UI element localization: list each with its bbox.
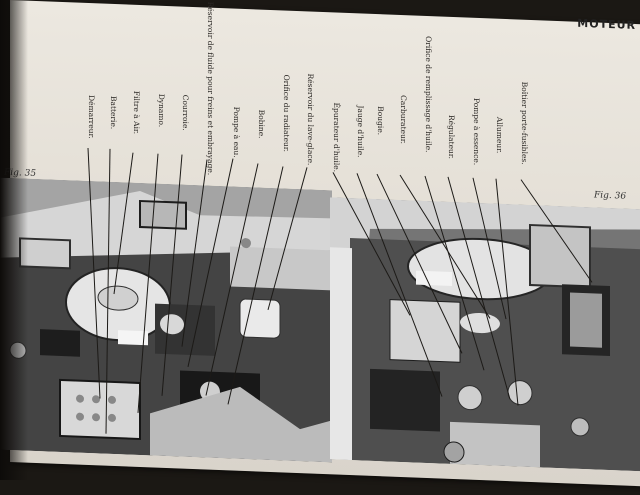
engine-photo-right <box>330 197 640 472</box>
engine-illustration-right <box>330 197 640 472</box>
callout-lines <box>87 147 593 434</box>
engine-illustration-left <box>0 177 332 463</box>
engine-photo-left <box>0 177 332 463</box>
book-binding-shadow <box>0 0 28 480</box>
